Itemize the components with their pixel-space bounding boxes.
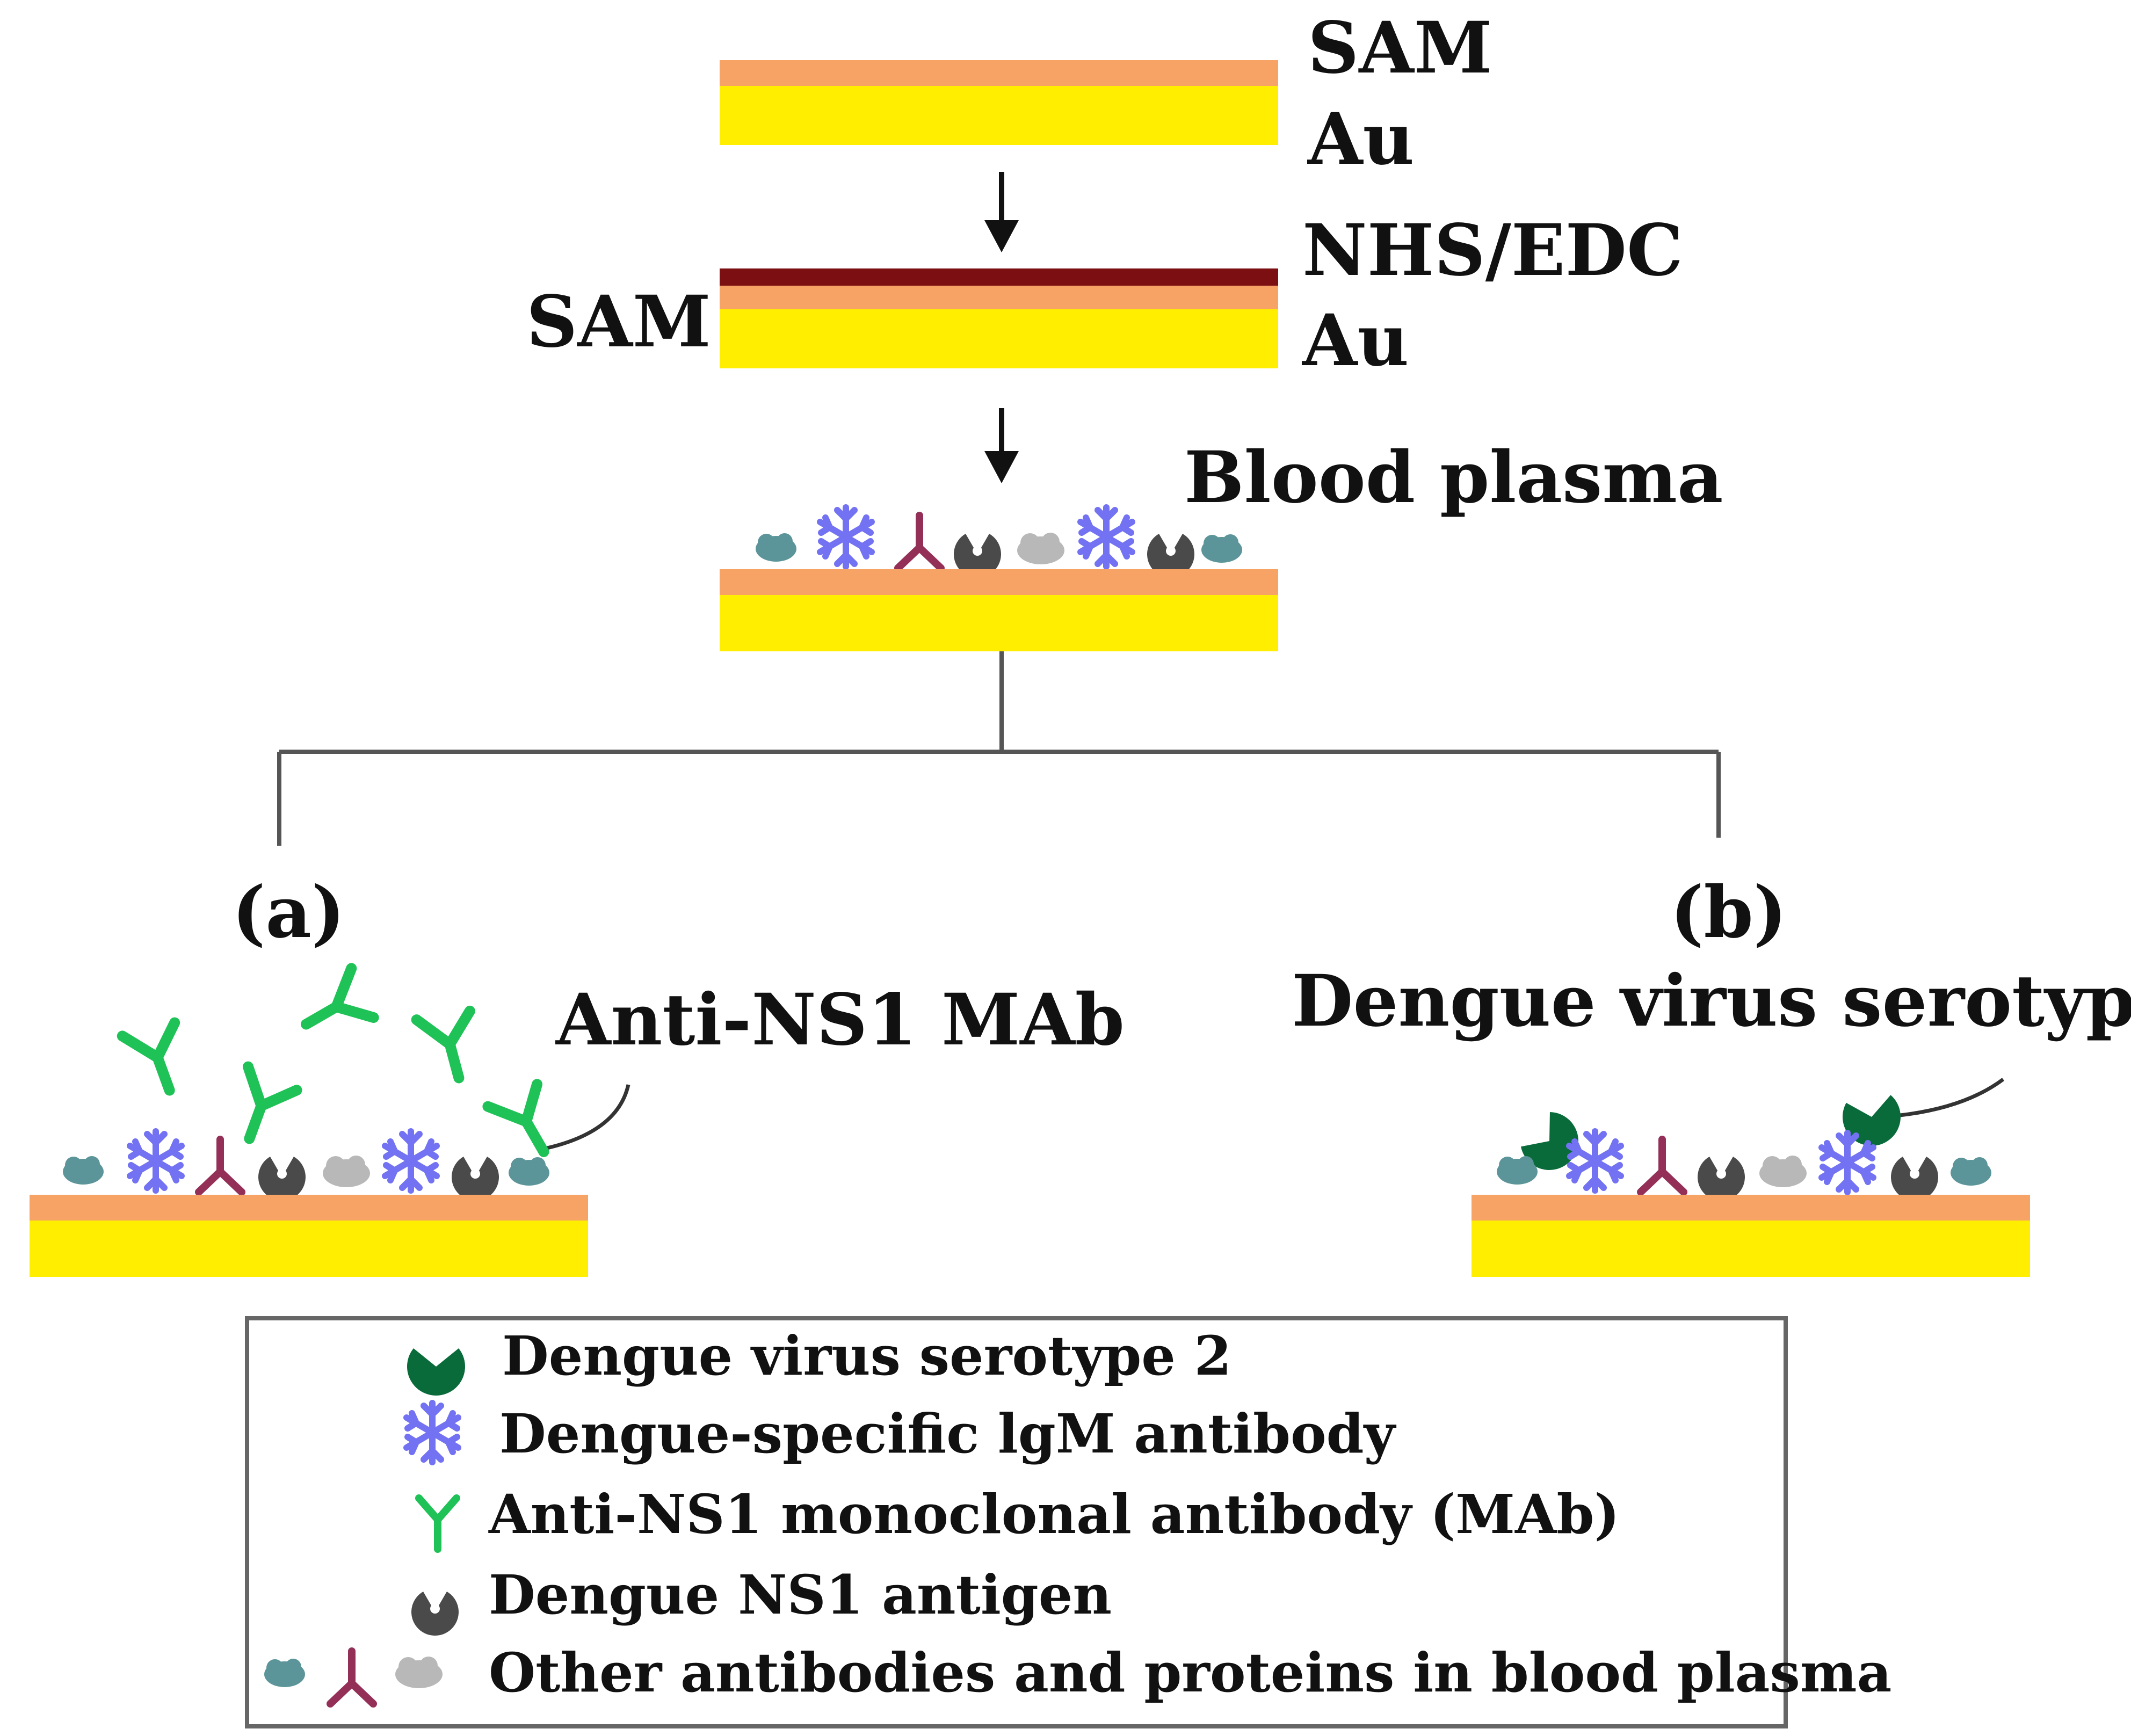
other-protein-icon [323,1156,370,1187]
blood-plasma-label: Blood plasma [1184,436,1723,519]
branch-b-au-layer [1472,1221,2030,1277]
branch-b-label: (b) [1670,871,1787,954]
other-protein-icon [1497,1156,1538,1185]
igm-antibody-icon [1081,507,1132,566]
other-antibody-icon [898,515,941,568]
branch-connector [277,651,1721,846]
step2-nhs-edc-layer [720,268,1278,286]
step1-sam-layer [720,60,1278,86]
branch-a-substrate [30,1195,588,1277]
step1-sam-label: SAM [1308,6,1492,90]
ns1-antigen-icon [258,1157,306,1201]
ns1-antigen-icon [1698,1157,1745,1201]
ns1-antigen-icon [452,1157,499,1201]
step3-plasma-molecules [756,507,1242,578]
branch-a-mab-layer [122,968,568,1165]
step2-substrate [720,268,1278,368]
step2-au-label: Au [1301,299,1409,382]
other-antibody-icon [1641,1139,1684,1192]
mab-antibody-icon [488,1080,568,1165]
igm-antibody-icon [385,1131,437,1190]
other-protein-icon [63,1156,104,1185]
branch-a-label: (a) [232,871,345,954]
other-protein-icon [1017,533,1064,564]
y-antibody-icon [415,1494,460,1553]
legend: Dengue virus serotype 2 Dengue-specific … [245,1316,1891,1728]
step2-au-layer [720,309,1278,368]
step1-substrate [720,60,1278,145]
anti-ns1-mab-callout: Anti-NS1 MAb [555,978,1125,1062]
igm-antibody-icon [1569,1131,1621,1190]
mab-antibody-icon [293,968,378,1048]
arrow-down-icon [984,172,1019,252]
step1-au-label: Au [1307,98,1414,181]
legend-item-other: Other antibodies and proteins in blood p… [489,1641,1891,1704]
other-protein-icon [509,1157,549,1186]
mab-antibody-icon [225,1067,299,1149]
other-protein-icon [756,533,796,562]
branch-b-substrate [1472,1195,2030,1277]
step2-sam-label: SAM [526,280,711,364]
mab-antibody-icon [122,1018,196,1099]
step2-nhs-edc-label: NHS/EDC [1302,209,1683,292]
other-protein-icon [1951,1157,1991,1186]
legend-box [245,1316,1788,1728]
legend-item-mab: Anti-NS1 monoclonal antibody (MAb) [488,1483,1620,1546]
legend-item-igm: Dengue-specific lgM antibody [499,1402,1397,1465]
legend-item-virus: Dengue virus serotype 2 [502,1324,1231,1388]
branch-b-sam-layer [1472,1195,2030,1221]
step3-sam-layer [720,569,1278,595]
legend-item-ns1: Dengue NS1 antigen [489,1563,1112,1626]
step3-au-layer [720,595,1278,651]
other-protein-icon [1759,1156,1807,1187]
step2-sam-layer [720,286,1278,309]
callout-line [542,1084,630,1151]
branch-b-plasma-molecules [1497,1094,1991,1201]
step3-substrate [720,569,1278,651]
igm-antibody-icon [820,507,872,566]
dengue-virus-callout: Dengue virus serotype 2 [1292,960,2131,1043]
igm-antibody-icon [1822,1133,1873,1192]
igm-antibody-icon [130,1131,182,1190]
arrow-down-icon [984,408,1019,483]
mab-antibody-icon [417,1006,486,1085]
ns1-antigen-icon [1891,1157,1938,1201]
other-protein-icon [1201,534,1242,563]
other-antibody-icon [199,1139,242,1192]
branch-a-sam-layer [30,1195,588,1221]
branch-a-au-layer [30,1221,588,1277]
step1-au-layer [720,86,1278,145]
branch-a-plasma-molecules [63,1131,549,1201]
callout-line [1882,1078,2005,1119]
